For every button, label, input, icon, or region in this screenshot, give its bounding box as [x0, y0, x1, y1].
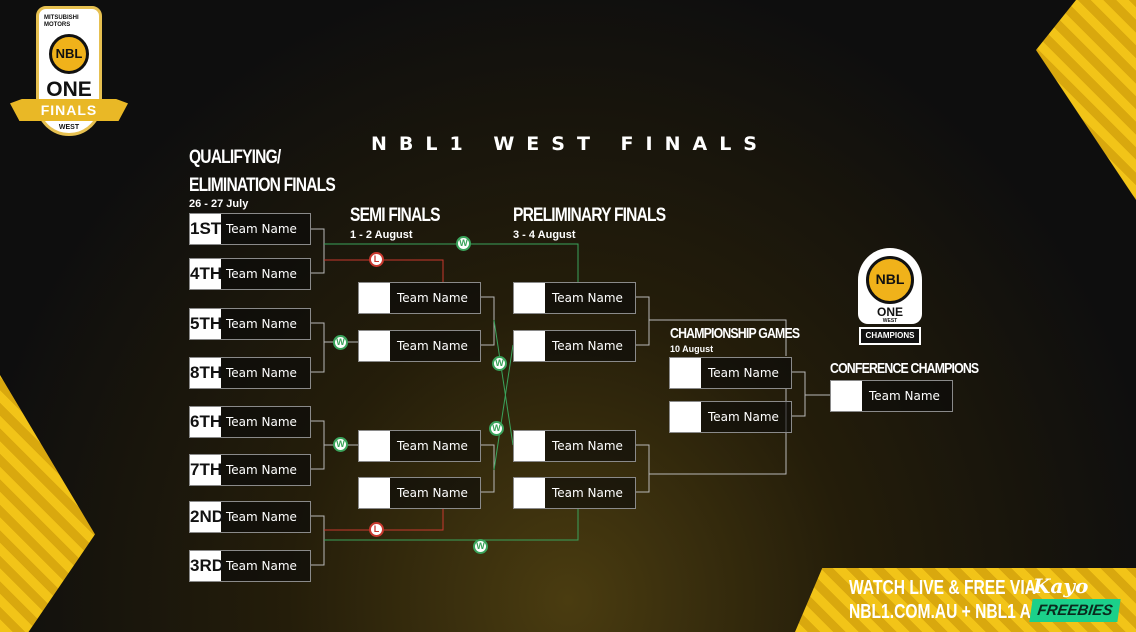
team-name: Team Name: [869, 389, 940, 403]
seed-team-6[interactable]: 6TH Team Name: [189, 406, 311, 438]
team-name: Team Name: [552, 486, 623, 500]
team-name: Team Name: [552, 339, 623, 353]
team-name: Team Name: [397, 291, 468, 305]
one-logo-text: ONE: [46, 78, 92, 101]
team-name: Team Name: [226, 415, 297, 429]
conference-champion-team[interactable]: Team Name: [830, 380, 953, 412]
seed-team-3[interactable]: 3RD Team Name: [189, 550, 311, 582]
team-logo: [359, 283, 390, 313]
nbl-ball-icon: [49, 34, 89, 74]
semi-title: SEMI FINALS: [350, 205, 440, 226]
team-logo: [670, 402, 701, 432]
team-name: Team Name: [552, 439, 623, 453]
watch-line-1: WATCH LIVE & FREE VIA: [849, 577, 1036, 599]
team-logo: [359, 478, 390, 508]
page-title: NBL1 WEST FINALS: [371, 133, 769, 155]
qualifying-dates: 26 - 27 July: [189, 198, 249, 210]
loss-badge: L: [369, 252, 384, 267]
team-logo: [514, 431, 545, 461]
seed-team-1[interactable]: 1ST Team Name: [189, 213, 311, 245]
champions-ball-icon: [866, 256, 914, 304]
preliminary-title: PRELIMINARY FINALS: [513, 205, 666, 226]
semi-team-2[interactable]: Team Name: [358, 330, 481, 362]
watch-line-2: NBL1.COM.AU + NBL1 APP: [849, 601, 1052, 623]
prelim-team-2[interactable]: Team Name: [513, 330, 636, 362]
team-name: Team Name: [708, 366, 779, 380]
team-name: Team Name: [226, 222, 297, 236]
championship-title: CHAMPIONSHIP GAMES: [670, 325, 800, 342]
freebies-badge[interactable]: FREEBIES: [1029, 599, 1121, 622]
loss-badge: L: [369, 522, 384, 537]
nbl-logo-text: NBL: [55, 46, 83, 61]
finals-ribbon-text: FINALS: [40, 102, 98, 118]
team-logo: [670, 358, 701, 388]
win-badge: W: [333, 335, 348, 350]
champions-region-text: WEST: [882, 318, 898, 324]
team-logo: [514, 331, 545, 361]
team-name: Team Name: [226, 559, 297, 573]
nbl1-finals-logo: MITSUBISHI MOTORS NBL ONE FINALS WEST: [10, 6, 128, 140]
team-logo: [514, 283, 545, 313]
qualifying-title-line2: ELIMINATION FINALS: [189, 175, 336, 196]
seed-team-7[interactable]: 7TH Team Name: [189, 454, 311, 486]
seed-label: 7TH: [190, 455, 222, 485]
conference-title: CONFERENCE CHAMPIONS: [830, 360, 979, 377]
prelim-team-4[interactable]: Team Name: [513, 477, 636, 509]
kayo-brand[interactable]: Kayo: [1033, 574, 1089, 598]
win-badge: W: [489, 421, 504, 436]
seed-label: 8TH: [190, 358, 222, 388]
team-logo: [359, 331, 390, 361]
seed-team-2[interactable]: 2ND Team Name: [189, 501, 311, 533]
seed-team-4[interactable]: 4TH Team Name: [189, 258, 311, 290]
team-name: Team Name: [226, 463, 297, 477]
team-name: Team Name: [397, 486, 468, 500]
semi-team-4[interactable]: Team Name: [358, 477, 481, 509]
seed-label: 5TH: [190, 309, 222, 339]
win-badge: W: [456, 236, 471, 251]
seed-team-5[interactable]: 5TH Team Name: [189, 308, 311, 340]
team-logo: [831, 381, 862, 411]
team-name: Team Name: [397, 339, 468, 353]
prelim-team-1[interactable]: Team Name: [513, 282, 636, 314]
seed-label: 6TH: [190, 407, 222, 437]
seed-label: 4TH: [190, 259, 222, 289]
team-name: Team Name: [708, 410, 779, 424]
champions-one-text: ONE: [876, 305, 903, 319]
team-name: Team Name: [226, 366, 297, 380]
win-badge: W: [473, 539, 488, 554]
sponsor-label: MITSUBISHI MOTORS: [44, 15, 79, 28]
seed-label: 2ND: [190, 502, 224, 532]
championship-team-1[interactable]: Team Name: [669, 357, 792, 389]
win-badge: W: [333, 437, 348, 452]
semi-dates: 1 - 2 August: [350, 229, 413, 241]
team-name: Team Name: [397, 439, 468, 453]
team-name: Team Name: [226, 317, 297, 331]
finals-ribbon: [10, 99, 128, 121]
seed-label: 1ST: [190, 214, 221, 244]
championship-team-2[interactable]: Team Name: [669, 401, 792, 433]
champions-logo: NBL ONE WEST CHAMPIONS: [858, 248, 922, 348]
region-text: WEST: [58, 124, 80, 131]
seed-team-8[interactable]: 8TH Team Name: [189, 357, 311, 389]
prelim-team-3[interactable]: Team Name: [513, 430, 636, 462]
team-name: Team Name: [226, 267, 297, 281]
team-name: Team Name: [552, 291, 623, 305]
semi-team-3[interactable]: Team Name: [358, 430, 481, 462]
win-badge: W: [492, 356, 507, 371]
preliminary-dates: 3 - 4 August: [513, 229, 576, 241]
championship-dates: 10 August: [670, 344, 714, 354]
champions-nbl-text: NBL: [875, 271, 905, 287]
qualifying-title-line1: QUALIFYING/: [189, 147, 281, 168]
champions-banner: CHAMPIONS: [859, 327, 921, 345]
semi-team-1[interactable]: Team Name: [358, 282, 481, 314]
team-logo: [514, 478, 545, 508]
team-logo: [359, 431, 390, 461]
team-name: Team Name: [226, 510, 297, 524]
seed-label: 3RD: [190, 551, 224, 581]
